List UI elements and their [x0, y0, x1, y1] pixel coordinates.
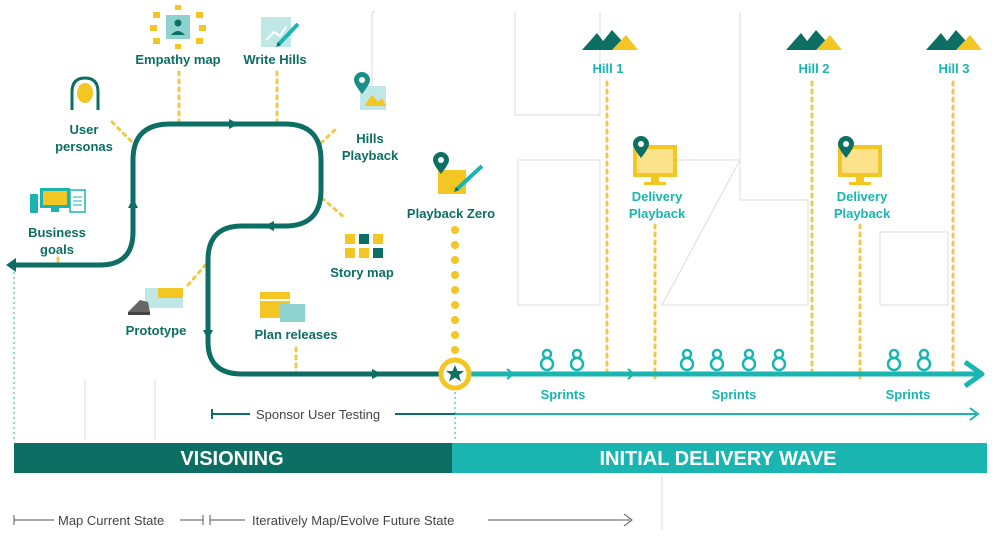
delivery-playback-2-line2[interactable]: Playback: [834, 206, 891, 221]
write-hills-icon: [261, 17, 300, 47]
delivery-playback-1-line1[interactable]: Delivery: [632, 189, 683, 204]
user-personas-label-line2[interactable]: personas: [55, 139, 113, 154]
playback-zero-dots: [451, 226, 459, 354]
map-future-state-label: Iteratively Map/Evolve Future State: [252, 513, 454, 528]
mountain-icon: [786, 30, 842, 50]
prototype-icon: [128, 288, 183, 315]
plan-releases-icon: [260, 292, 305, 322]
visioning-path: [14, 121, 445, 377]
user-persona-icon: [70, 76, 100, 110]
delivery-arrow-head: [963, 359, 985, 389]
sprints-label-2: Sprints: [712, 387, 757, 402]
playback-zero-star-node[interactable]: [438, 357, 472, 391]
delivery-playback-monitor-icon: [633, 136, 677, 185]
business-goals-label-line2[interactable]: goals: [40, 242, 74, 257]
boundary-dotted-lines: [13, 272, 456, 442]
visioning-bar: [14, 443, 456, 473]
hills-playback-icon: [354, 72, 386, 110]
hills-playback-label-line2[interactable]: Playback: [342, 148, 399, 163]
star-icon: [446, 365, 464, 382]
initial-delivery-bar: [452, 443, 987, 473]
sprint-team-icons-3: [886, 348, 932, 372]
background-buildings: [84, 11, 949, 530]
empathy-map-label[interactable]: Empathy map: [135, 52, 220, 67]
delivery-dotted-lines: [605, 80, 955, 380]
write-hills-label[interactable]: Write Hills: [243, 52, 306, 67]
state-timeline: [13, 513, 633, 527]
mountain-icon: [582, 30, 638, 50]
sprints-label-1: Sprints: [541, 387, 586, 402]
story-map-icon: [345, 234, 383, 258]
user-personas-label-line1[interactable]: User: [70, 122, 99, 137]
sprint-team-icons-2: [679, 348, 787, 372]
sprints-label-3: Sprints: [886, 387, 931, 402]
delivery-playback-1-line2[interactable]: Playback: [629, 206, 686, 221]
business-goals-icon: [30, 188, 86, 213]
sprint-team-icons-1: [539, 348, 585, 372]
sponsor-user-testing-label: Sponsor User Testing: [256, 407, 380, 422]
playback-zero-icon: [433, 152, 484, 194]
hill-3-label[interactable]: Hill 3: [938, 61, 969, 76]
empathy-map-icon: [150, 5, 206, 49]
visioning-label: VISIONING: [180, 448, 283, 470]
visioning-dotted-connectors: [56, 70, 347, 376]
playback-zero-label[interactable]: Playback Zero: [407, 206, 495, 221]
hill-1-label[interactable]: Hill 1: [592, 61, 623, 76]
prototype-label[interactable]: Prototype: [126, 323, 187, 338]
delivery-playback-2-line1[interactable]: Delivery: [837, 189, 888, 204]
story-map-label[interactable]: Story map: [330, 265, 394, 280]
hill-2-label[interactable]: Hill 2: [798, 61, 829, 76]
map-current-state-label: Map Current State: [58, 513, 164, 528]
business-goals-label-line1[interactable]: Business: [28, 225, 86, 240]
hills-playback-label-line1[interactable]: Hills: [356, 131, 383, 146]
plan-releases-label[interactable]: Plan releases: [254, 327, 337, 342]
path-arrowheads: [6, 119, 382, 379]
sponsor-user-testing-line: [211, 407, 980, 421]
delivery-playback-monitor-icon: [838, 136, 882, 185]
mountain-icon: [926, 30, 982, 50]
initial-delivery-label: INITIAL DELIVERY WAVE: [599, 448, 836, 470]
delivery-arrow-chevrons: [506, 368, 636, 380]
